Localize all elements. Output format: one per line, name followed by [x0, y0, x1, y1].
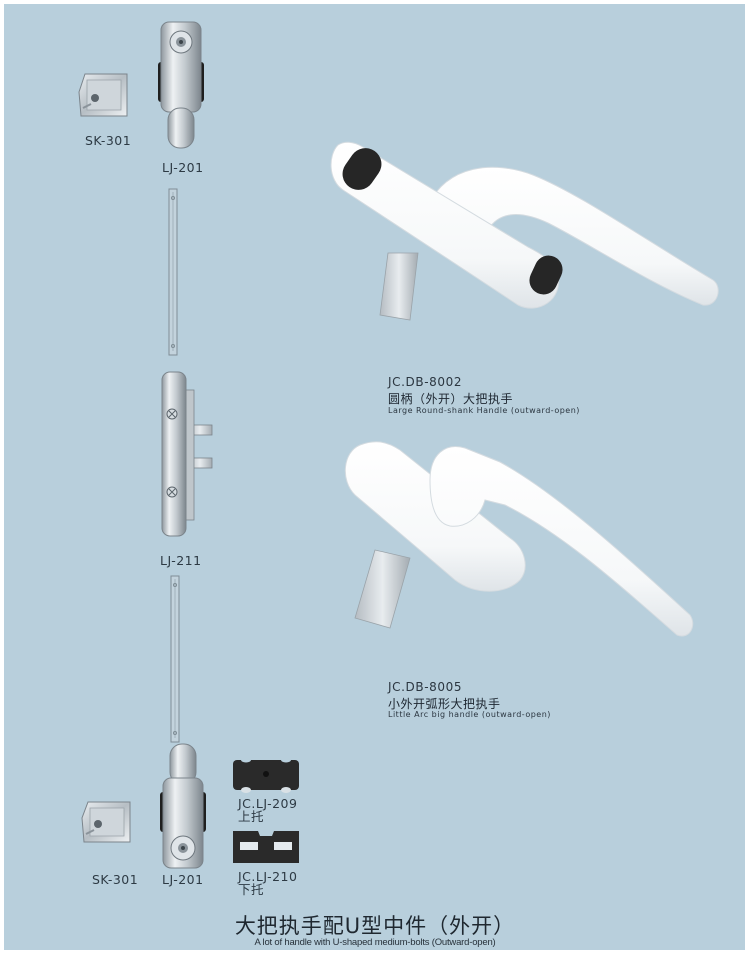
page-subtitle: A lot of handle with U-shaped medium-bol…	[254, 937, 496, 948]
component-code: JC.LJ-210	[238, 869, 298, 884]
product-code: JC.DB-8005	[388, 680, 463, 694]
lock-block-icon	[160, 743, 206, 869]
component-code: SK-301	[92, 872, 139, 887]
component-code: LJ-201	[162, 160, 204, 175]
component-code: LJ-201	[162, 872, 204, 887]
component-code: LJ-211	[160, 553, 202, 568]
arc-handle-icon	[344, 441, 694, 637]
product-name-en: Little Arc big handle (outward-open)	[388, 710, 551, 719]
component-code: JC.LJ-209	[238, 796, 298, 811]
page-title: 大把执手配U型中件（外开）	[234, 914, 516, 938]
product-name-cn: 小外开弧形大把执手	[388, 697, 501, 711]
product-name-cn: 圆柄（外开）大把执手	[388, 392, 514, 406]
lower-support-block-icon	[233, 831, 299, 863]
square-striker-plate-icon	[81, 801, 131, 843]
connecting-rod-icon	[170, 575, 180, 743]
round-shank-handle-icon	[330, 141, 719, 321]
component-name: 下托	[238, 882, 265, 897]
component-name: 上托	[238, 809, 265, 824]
square-striker-plate-icon	[78, 73, 128, 117]
product-name-en: Large Round-shank Handle (outward-open)	[388, 406, 580, 415]
connecting-rod-icon	[168, 188, 178, 356]
middle-bolt-plate-icon	[161, 371, 213, 537]
lock-block-icon	[158, 21, 204, 149]
upper-support-block-icon	[233, 757, 299, 793]
component-code: SK-301	[85, 133, 132, 148]
product-code: JC.DB-8002	[388, 375, 463, 389]
